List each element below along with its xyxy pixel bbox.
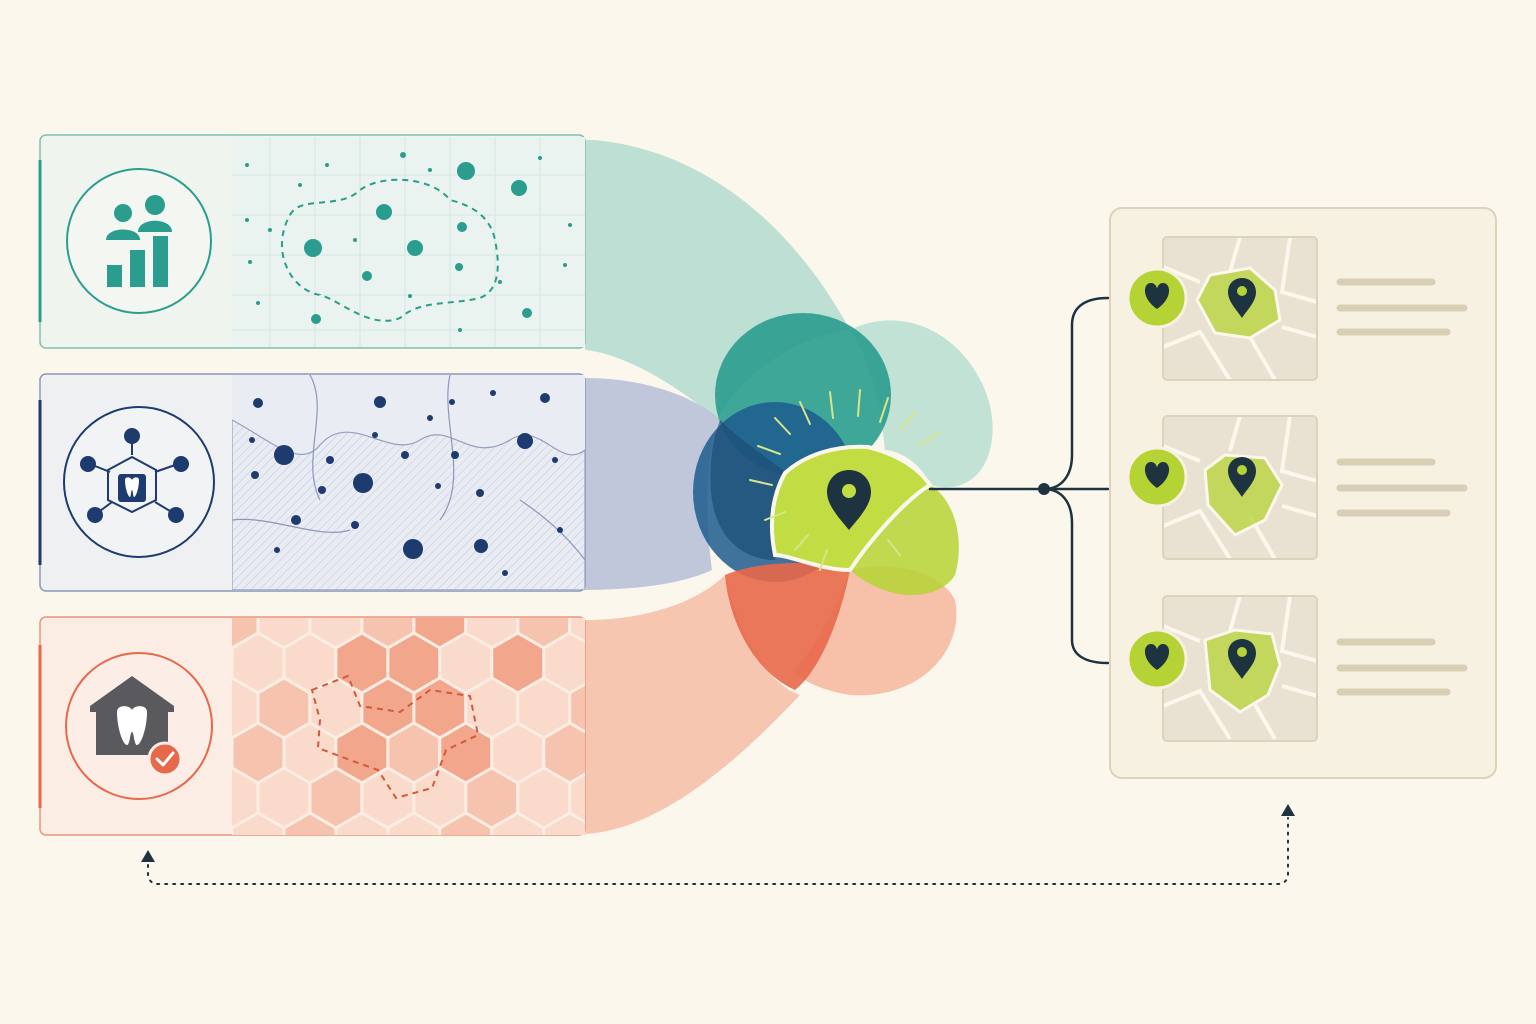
hex-cell <box>544 903 596 963</box>
network-region <box>232 419 585 590</box>
location-pin-icon <box>1228 278 1256 318</box>
heart-icon <box>1144 462 1170 488</box>
hex-cell <box>362 858 414 918</box>
hex-cell <box>232 811 286 835</box>
location-pin-icon <box>827 470 871 530</box>
feedback-loop-arrow <box>141 804 1295 885</box>
result-card[interactable] <box>1126 415 1468 560</box>
hex-cell <box>154 858 206 918</box>
hex-cell <box>206 858 258 918</box>
hex-cell <box>386 811 442 835</box>
lime-overlap-lobe <box>850 484 959 595</box>
hex-cell <box>180 903 232 963</box>
teal-light-lobe <box>850 320 993 488</box>
teal-map-area <box>232 137 585 347</box>
hex-cell <box>414 858 466 918</box>
hex-cell <box>570 858 622 918</box>
hex-cell <box>518 858 570 918</box>
coral-map-area <box>154 618 648 963</box>
arrow-up-icon <box>1281 804 1295 816</box>
hex-cell <box>232 903 284 963</box>
input-layer-panels <box>38 134 648 963</box>
navy-flow-ribbon <box>585 378 720 590</box>
hex-cell <box>542 811 585 835</box>
heart-badge <box>1126 628 1188 690</box>
hex-cell <box>282 811 338 835</box>
tooth-icon <box>117 706 147 745</box>
heart-badge <box>1126 267 1188 329</box>
result-map-thumbnail <box>1163 416 1317 559</box>
coral-overlap-circle <box>725 563 850 690</box>
clinic-cluster-boundary <box>310 674 480 800</box>
network-points <box>249 390 563 576</box>
hex-cell <box>466 858 518 918</box>
highlight-rays <box>749 389 941 571</box>
heart-icon <box>1144 644 1170 670</box>
hex-cell <box>310 858 362 918</box>
hex-cell <box>336 903 388 963</box>
hex-cell <box>596 903 648 963</box>
layer-panel-clinics[interactable] <box>38 543 648 963</box>
hex-cell <box>492 903 544 963</box>
results-panel <box>1109 207 1497 779</box>
hex-cell <box>440 903 492 963</box>
tooth-icon <box>125 477 139 497</box>
result-card[interactable] <box>1126 595 1468 742</box>
demographic-points <box>245 152 572 332</box>
location-pin-icon <box>1228 457 1256 497</box>
hex-cell <box>490 811 546 835</box>
heart-icon <box>1144 283 1170 309</box>
heart-badge <box>1126 446 1188 508</box>
result-card[interactable] <box>1126 236 1468 381</box>
checkmark-icon <box>155 751 175 767</box>
hex-cell <box>284 903 336 963</box>
hex-cell <box>334 811 390 835</box>
hex-cell <box>388 903 440 963</box>
navy-map-area <box>232 375 585 590</box>
results-connector <box>928 296 1110 665</box>
location-pin-icon <box>1228 639 1256 679</box>
connector-junction <box>1038 483 1050 495</box>
dental-clinic-check-icon <box>65 652 213 800</box>
layer-panel-network[interactable] <box>38 373 586 592</box>
coral-light-lobe <box>795 566 957 696</box>
overlap-venn-diagram <box>693 313 993 696</box>
people-bar-chart-icon <box>66 168 212 314</box>
hex-cell <box>438 811 494 835</box>
layer-panel-demographics[interactable] <box>38 134 586 349</box>
demographic-cluster-boundary <box>280 178 499 322</box>
hex-cell <box>258 858 310 918</box>
hexagon-grid <box>154 618 648 963</box>
network-dental-hub-icon <box>63 406 215 558</box>
arrow-up-icon <box>141 850 155 862</box>
